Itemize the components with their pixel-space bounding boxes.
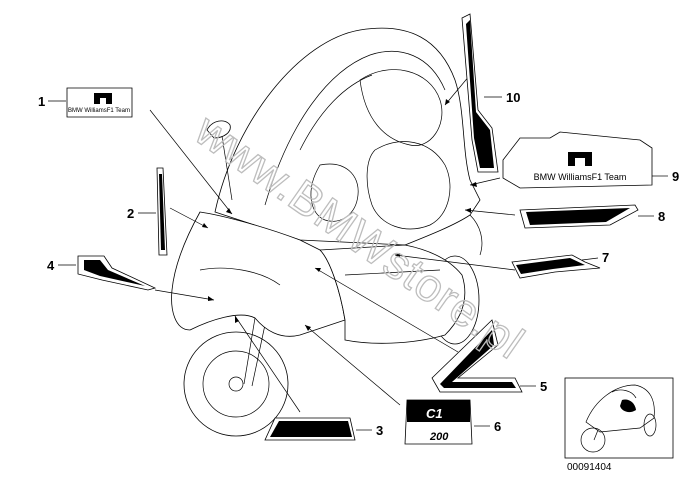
decal-8: [519, 204, 639, 229]
leader-8: [464, 209, 516, 216]
side-panel-line: [344, 269, 441, 276]
decal-6-text-bottom: 200: [429, 431, 449, 443]
callout-1: 1: [38, 94, 45, 109]
left-mirror: [206, 120, 231, 139]
callout-2: 2: [127, 206, 134, 221]
canopy-rail-inner: [299, 74, 373, 151]
front-wheel-hub: [228, 376, 244, 392]
rear-strut: [469, 214, 483, 256]
leader-2: [169, 207, 209, 229]
leader-7: [394, 254, 516, 271]
decal-9-text: BMW WilliamsF1 Team: [534, 172, 627, 182]
decal-6: C1 200: [404, 399, 473, 445]
williams-logo-large-icon: [568, 152, 592, 166]
front-wheel: [183, 331, 289, 437]
arrowheads: [202, 99, 477, 331]
decal-9: BMW WilliamsF1 Team: [502, 131, 653, 189]
leader-1: [149, 109, 233, 215]
front-wheel-rim: [202, 350, 270, 418]
callout-4: 4: [47, 258, 55, 273]
decal-3: [264, 417, 356, 441]
leader-3: [234, 315, 301, 413]
callout-3: 3: [376, 423, 383, 438]
canopy-rail: [264, 51, 446, 206]
steering-area: [310, 163, 359, 222]
decal-4: [77, 255, 157, 291]
fairing-line: [199, 267, 281, 286]
leader-5: [314, 267, 459, 353]
canopy: [214, 27, 481, 246]
mirror-stalk: [221, 135, 233, 201]
leader-10: [444, 74, 471, 106]
headrest: [359, 69, 443, 146]
williams-logo-icon: [94, 93, 112, 104]
leader-4: [154, 289, 215, 301]
decal-1: BMW WilliamsF1 Team: [66, 87, 133, 118]
part-code: 00091404: [567, 462, 612, 473]
decal-5: [431, 319, 523, 393]
leader-6: [304, 324, 401, 406]
callout-7: 7: [602, 250, 609, 265]
callout-10: 10: [506, 90, 520, 105]
callout-6: 6: [494, 419, 501, 434]
seat: [366, 141, 451, 230]
front-fork: [243, 317, 267, 387]
decal-10: [461, 13, 499, 173]
callouts: 1 2 3 4 5 6 7 8 9 10: [38, 90, 679, 438]
decal-1-text: BMW WilliamsF1 Team: [68, 108, 130, 114]
scooter-illustration: [149, 27, 516, 437]
inset-thumbnail: [564, 377, 674, 459]
callout-9: 9: [672, 169, 679, 184]
callout-5: 5: [540, 379, 547, 394]
decal-2: [156, 167, 168, 256]
callout-8: 8: [658, 209, 665, 224]
decal-6-text-top: C1: [426, 406, 443, 421]
decal-7: [511, 254, 601, 279]
